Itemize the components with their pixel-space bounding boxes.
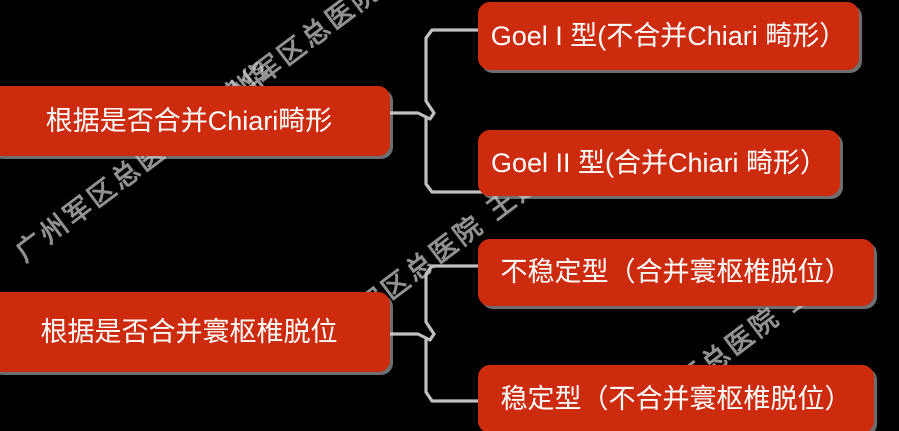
bracket-connector-top <box>388 28 484 194</box>
node-label: Goel I 型(不合并Chiari 畸形） <box>490 20 847 51</box>
node-goel-type-2[interactable]: Goel II 型(合并Chiari 畸形） <box>478 130 840 196</box>
watermark-text: 广州军区总医院 王建华 <box>10 55 279 269</box>
node-classification-by-chiari[interactable]: 根据是否合并Chiari畸形 <box>0 86 390 156</box>
node-label: Goel II 型(合并Chiari 畸形） <box>490 147 828 178</box>
node-label: 不稳定型（合并寰枢椎脱位） <box>500 257 852 287</box>
node-label: 根据是否合并寰枢椎脱位 <box>40 316 338 347</box>
node-label: 根据是否合并Chiari畸形 <box>45 105 333 136</box>
node-classification-by-dislocation[interactable]: 根据是否合并寰枢椎脱位 <box>0 292 390 372</box>
node-label: 稳定型（不合并寰枢椎脱位） <box>500 383 852 414</box>
bracket-connector-bottom <box>388 264 484 403</box>
node-goel-type-1[interactable]: Goel I 型(不合并Chiari 畸形） <box>478 2 859 70</box>
node-stable-type[interactable]: 稳定型（不合并寰枢椎脱位） <box>478 365 874 431</box>
node-unstable-type[interactable]: 不稳定型（合并寰枢椎脱位） <box>478 239 874 306</box>
